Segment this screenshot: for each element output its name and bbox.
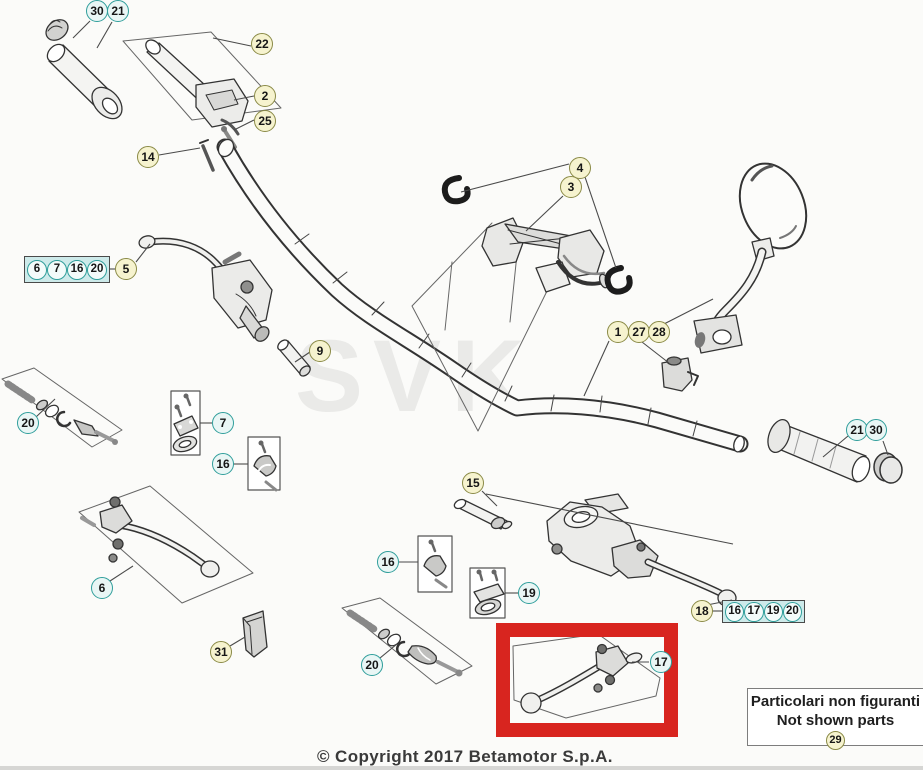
- brake-master-cylinder-drawing: [546, 493, 737, 607]
- piston-kit-lower-drawing: [341, 597, 473, 685]
- callout-7[interactable]: 7: [212, 412, 234, 434]
- callout-22[interactable]: 22: [251, 33, 273, 55]
- callout-25[interactable]: 25: [254, 110, 276, 132]
- callout-14[interactable]: 14: [137, 146, 159, 168]
- callout-20[interactable]: 20: [361, 654, 383, 676]
- callout-20[interactable]: 20: [782, 601, 802, 622]
- piston-kit-upper-drawing: [1, 367, 123, 448]
- copyright-text: © Copyright 2017 Betamotor S.p.A.: [317, 747, 613, 766]
- notes-line-english: Not shown parts: [776, 712, 895, 729]
- callout-5[interactable]: 5: [115, 258, 137, 280]
- callout-30[interactable]: 30: [865, 419, 887, 441]
- bar-pad-clamp-drawing: [411, 175, 633, 432]
- callout-16[interactable]: 16: [377, 551, 399, 573]
- callout-3[interactable]: 3: [560, 176, 582, 198]
- callout-15[interactable]: 15: [462, 472, 484, 494]
- clamp-box-16-center-drawing: [417, 535, 453, 593]
- notes-line-italian: Particolari non figuranti: [750, 693, 921, 710]
- leader-lines: [35, 20, 889, 663]
- callout-21[interactable]: 21: [107, 0, 129, 22]
- callout-6[interactable]: 6: [27, 259, 47, 280]
- callout-20[interactable]: 20: [87, 259, 107, 280]
- handlebar-drawing: [216, 138, 749, 453]
- callout-18[interactable]: 18: [691, 600, 713, 622]
- rod-15-drawing: [453, 498, 513, 530]
- callout-16[interactable]: 16: [725, 601, 745, 622]
- callout-31[interactable]: 31: [210, 641, 232, 663]
- callout-30[interactable]: 30: [86, 0, 108, 22]
- left-grip-drawing: [45, 19, 123, 120]
- brake-lever-17-drawing: [512, 633, 661, 719]
- callout-21[interactable]: 21: [846, 419, 868, 441]
- cap-box-19-drawing: [469, 567, 506, 619]
- callout-9[interactable]: 9: [309, 340, 331, 362]
- clamp-box-16-drawing: [247, 436, 281, 492]
- callout-27[interactable]: 27: [628, 321, 650, 343]
- clamp-box-7-drawing: [170, 390, 201, 456]
- callout-28[interactable]: 28: [648, 321, 670, 343]
- callout-19[interactable]: 19: [763, 601, 783, 622]
- callout-1[interactable]: 1: [607, 321, 629, 343]
- right-grip-drawing: [767, 419, 903, 484]
- callout-16[interactable]: 16: [212, 453, 234, 475]
- clutch-lever-drawing: [78, 485, 254, 604]
- bar-insert-drawing: [277, 339, 311, 377]
- callout-6[interactable]: 6: [91, 577, 113, 599]
- highlight-box-part-17: [496, 623, 678, 737]
- clutch-assembly-drawing: [138, 235, 273, 342]
- callout-4[interactable]: 4: [569, 157, 591, 179]
- mirror-drawing: [661, 162, 808, 392]
- callout-17[interactable]: 17: [744, 601, 764, 622]
- page-bottom-edge: [0, 766, 923, 770]
- not-shown-parts-box: Particolari non figuranti Not shown part…: [747, 688, 923, 750]
- plate-31-drawing: [242, 610, 268, 658]
- callout-29[interactable]: 29: [826, 731, 845, 750]
- callout-2[interactable]: 2: [254, 85, 276, 107]
- callout-20[interactable]: 20: [17, 412, 39, 434]
- callout-16[interactable]: 16: [67, 259, 87, 280]
- throttle-assembly-drawing: [122, 31, 282, 172]
- callout-19[interactable]: 19: [518, 582, 540, 604]
- callout-17[interactable]: 17: [650, 651, 672, 673]
- callout-7[interactable]: 7: [47, 259, 67, 280]
